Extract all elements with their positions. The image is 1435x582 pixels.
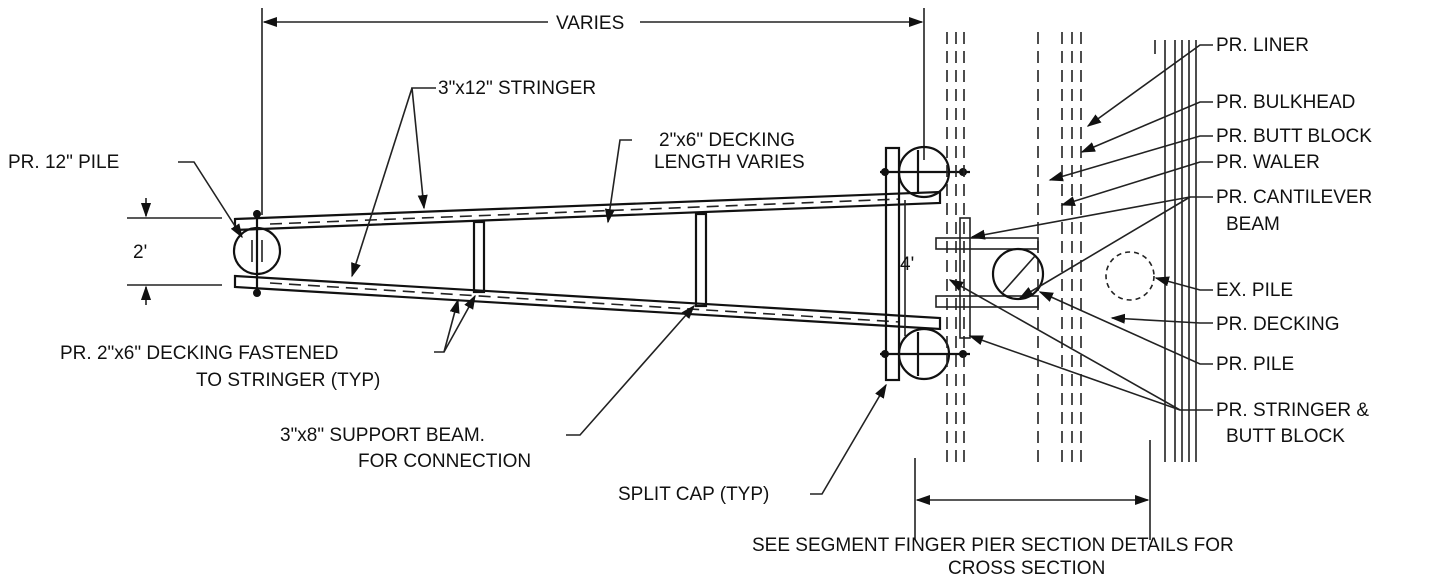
right-bottom-pile	[881, 327, 967, 381]
two-foot-dimension	[127, 198, 222, 305]
label-pr-bulkhead: PR. BULKHEAD	[1216, 92, 1355, 113]
label-pr-stringer-line2: BUTT BLOCK	[1226, 426, 1345, 447]
label-decking-fastened-line1: PR. 2"x6" DECKING FASTENED	[60, 343, 339, 364]
label-varies: VARIES	[556, 13, 624, 34]
label-dim-4ft: 4'	[900, 254, 914, 275]
label-pr-butt-block: PR. BUTT BLOCK	[1216, 126, 1372, 147]
cantilever-assembly	[935, 217, 1155, 339]
label-see-segment-line2: CROSS SECTION	[948, 558, 1105, 579]
left-pile	[232, 210, 282, 297]
label-pr-cantilever-line2: BEAM	[1226, 214, 1280, 235]
label-split-cap: SPLIT CAP (TYP)	[618, 484, 769, 505]
drawing-labels: VARIES 3"x12" STRINGER 2"x6" DECKING LEN…	[8, 13, 1372, 579]
label-decking-fastened-line2: TO STRINGER (TYP)	[196, 370, 380, 391]
label-ex-pile: EX. PILE	[1216, 280, 1293, 301]
label-decking-line2: LENGTH VARIES	[654, 152, 805, 173]
label-pr-stringer-line1: PR. STRINGER &	[1216, 400, 1369, 421]
label-pr-pile: PR. PILE	[1216, 354, 1294, 375]
label-pr-waler: PR. WALER	[1216, 152, 1320, 173]
varies-dimension	[261, 8, 925, 215]
label-pr-decking: PR. DECKING	[1216, 314, 1340, 335]
label-stringer: 3"x12" STRINGER	[438, 78, 596, 99]
leader-lines	[178, 44, 1213, 495]
upper-stringer	[233, 190, 942, 232]
label-pr-liner: PR. LINER	[1216, 35, 1309, 56]
label-pile-12: PR. 12" PILE	[8, 152, 119, 173]
label-dim-2ft: 2'	[133, 242, 147, 263]
label-decking-line1: 2"x6" DECKING	[659, 130, 795, 151]
lower-stringer	[233, 274, 942, 331]
label-support-beam-line1: 3"x8" SUPPORT BEAM.	[280, 425, 485, 446]
split-cap	[880, 146, 970, 382]
section-extent-dimension	[914, 440, 1151, 540]
label-see-segment-line1: SEE SEGMENT FINGER PIER SECTION DETAILS …	[752, 535, 1234, 556]
right-top-pile	[881, 145, 967, 199]
label-pr-cantilever-line1: PR. CANTILEVER	[1216, 187, 1372, 208]
label-support-beam-line2: FOR CONNECTION	[358, 451, 531, 472]
support-beams	[472, 212, 708, 308]
